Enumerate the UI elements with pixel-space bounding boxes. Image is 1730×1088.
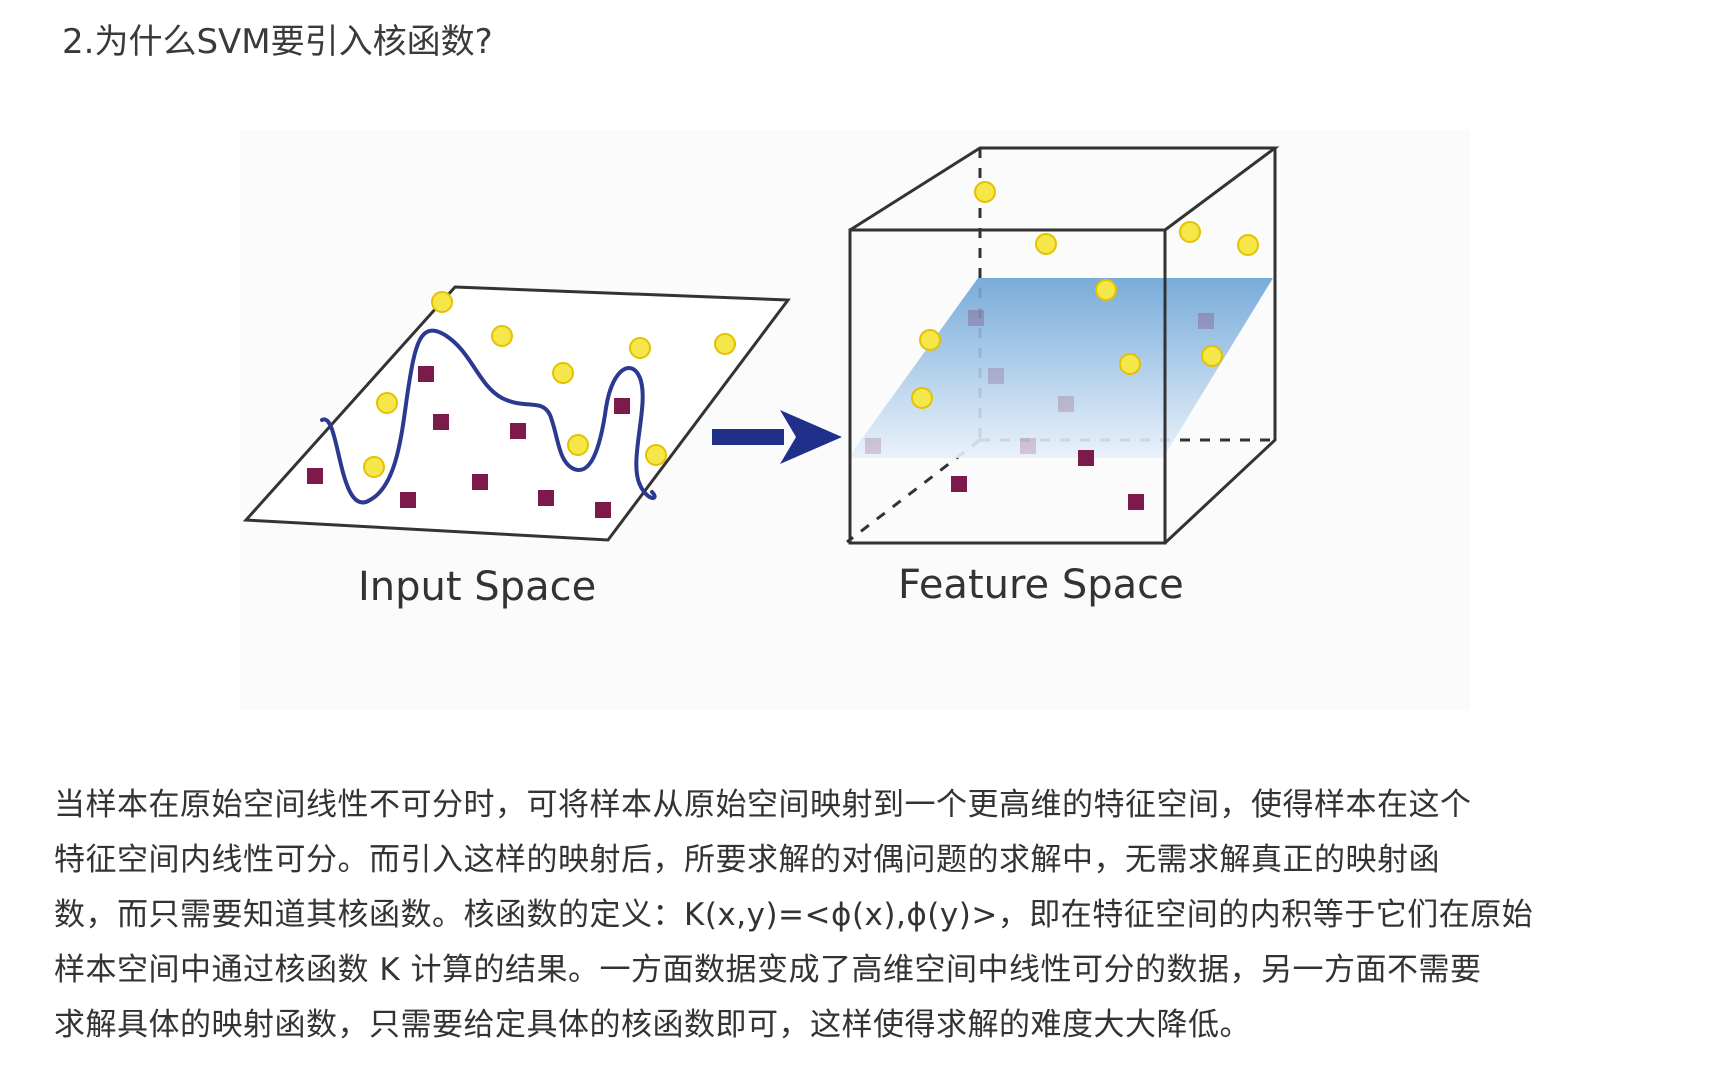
purple-point bbox=[1058, 396, 1074, 412]
yellow-point bbox=[376, 392, 398, 414]
yellow-point bbox=[629, 337, 651, 359]
feature-space-caption: Feature Space bbox=[898, 562, 1184, 608]
purple-point bbox=[400, 492, 416, 508]
yellow-point bbox=[431, 291, 453, 313]
yellow-point bbox=[552, 362, 574, 384]
yellow-point bbox=[974, 181, 996, 203]
yellow-point bbox=[491, 325, 513, 347]
mapping-arrow bbox=[712, 410, 842, 464]
purple-point bbox=[968, 310, 984, 326]
yellow-point bbox=[911, 387, 933, 409]
purple-point bbox=[865, 438, 881, 454]
yellow-point bbox=[1237, 234, 1259, 256]
yellow-point bbox=[645, 444, 667, 466]
purple-point bbox=[1078, 450, 1094, 466]
purple-point bbox=[1128, 494, 1144, 510]
question-heading: 2.为什么SVM要引入核函数? bbox=[62, 22, 493, 62]
purple-point bbox=[418, 366, 434, 382]
yellow-point bbox=[363, 456, 385, 478]
input-space-plane bbox=[242, 285, 791, 542]
explanation-paragraph: 当样本在原始空间线性不可分时，可将样本从原始空间映射到一个更高维的特征空间，使得… bbox=[54, 778, 1674, 1053]
purple-point bbox=[951, 476, 967, 492]
input-space-caption: Input Space bbox=[358, 564, 596, 610]
yellow-point bbox=[919, 329, 941, 351]
feature-space-cube bbox=[846, 146, 1280, 545]
separating-hyperplane bbox=[848, 278, 1273, 458]
purple-point bbox=[472, 474, 488, 490]
paragraph-line: 特征空间内线性可分。而引入这样的映射后，所要求解的对偶问题的求解中，无需求解真正… bbox=[54, 842, 1440, 878]
yellow-point bbox=[1119, 353, 1141, 375]
purple-point bbox=[595, 502, 611, 518]
yellow-point bbox=[567, 434, 589, 456]
purple-point bbox=[433, 414, 449, 430]
yellow-point bbox=[1095, 279, 1117, 301]
decision-boundary-curve bbox=[320, 328, 657, 505]
purple-point bbox=[1198, 313, 1214, 329]
svm-kernel-figure: Input Space Feature Space bbox=[240, 130, 1470, 710]
yellow-point bbox=[714, 333, 736, 355]
purple-point bbox=[307, 468, 323, 484]
purple-point bbox=[538, 490, 554, 506]
yellow-point bbox=[1201, 345, 1223, 367]
purple-point bbox=[1020, 438, 1036, 454]
paragraph-line: 求解具体的映射函数，只需要给定具体的核函数即可，这样使得求解的难度大大降低。 bbox=[54, 1007, 1251, 1043]
input-space-panel bbox=[242, 285, 791, 542]
kernel-mapping-illustration: Input Space Feature Space bbox=[242, 146, 1280, 610]
purple-point bbox=[614, 398, 630, 414]
yellow-point bbox=[1035, 233, 1057, 255]
paragraph-line: 当样本在原始空间线性不可分时，可将样本从原始空间映射到一个更高维的特征空间，使得… bbox=[54, 787, 1472, 823]
paragraph-line: 样本空间中通过核函数 K 计算的结果。一方面数据变成了高维空间中线性可分的数据，… bbox=[54, 952, 1482, 988]
paragraph-line: 数，而只需要知道其核函数。核函数的定义：K(x,y)=<ϕ(x),ϕ(y)>，即… bbox=[54, 897, 1534, 933]
purple-point bbox=[988, 368, 1004, 384]
purple-point bbox=[510, 423, 526, 439]
yellow-point bbox=[1179, 221, 1201, 243]
